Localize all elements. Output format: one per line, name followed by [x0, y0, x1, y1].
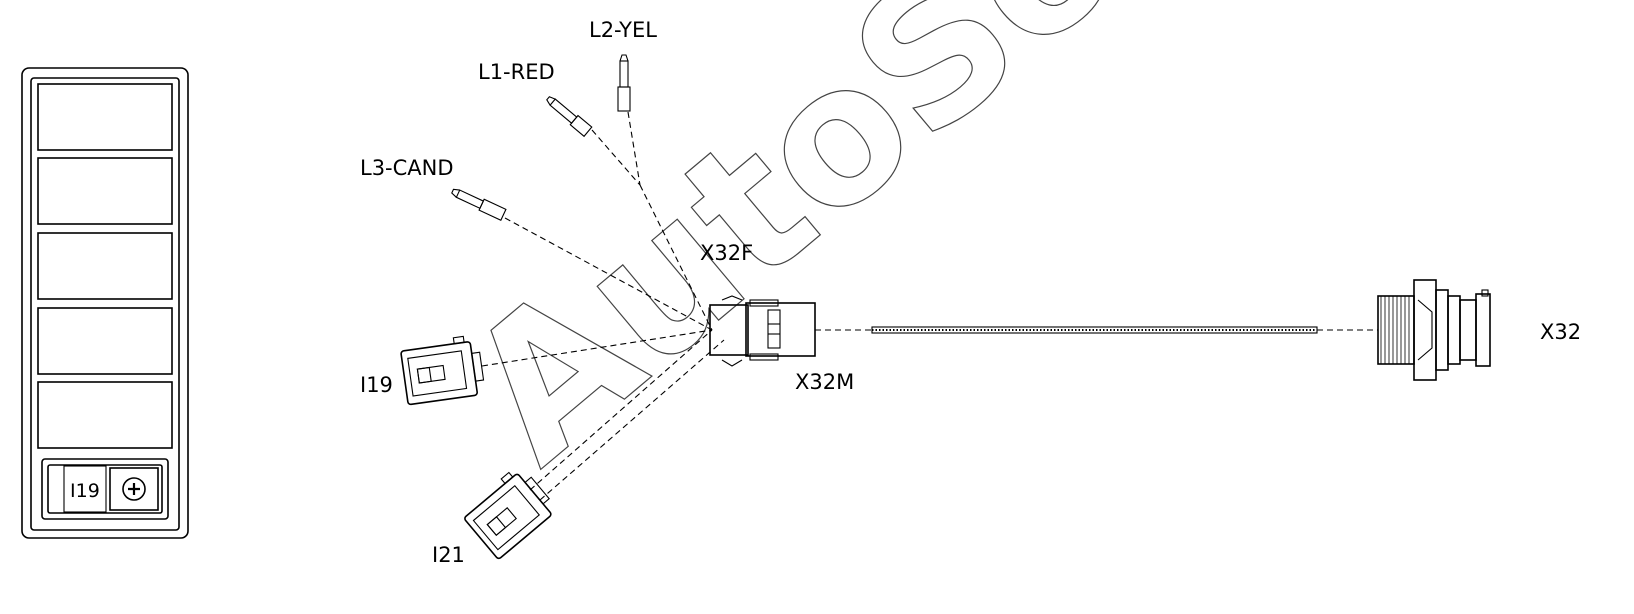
connector-i21-inner: [472, 485, 541, 551]
terminal-l1: [546, 96, 593, 138]
braided-cable: [871, 326, 1318, 334]
wire-i21-a: [529, 329, 713, 491]
label-x32m: X32M: [795, 370, 854, 394]
labels: L2-YEL L1-RED L3-CAND X32F X32M X32 I19 …: [360, 18, 1581, 567]
connector-x32m-latch-top: [749, 299, 779, 307]
panel-inner: [30, 77, 180, 531]
connector-i19-latch: [452, 335, 465, 345]
connector-x32-profile: [1417, 299, 1433, 361]
label-i21: I21: [432, 543, 465, 567]
terminal-l3: [451, 188, 507, 222]
terminal-l2-crimp: [617, 86, 631, 112]
switch-frame: [47, 464, 163, 514]
switch-rocker: [63, 465, 107, 513]
blank-slot-1: [37, 83, 173, 151]
terminal-l2: [617, 54, 631, 112]
switch-label: I19: [70, 480, 100, 502]
watermark: AutoSoft: [426, 0, 1293, 505]
terminal-l1-tip: [546, 96, 556, 106]
terminal-l2-body: [619, 60, 629, 88]
label-x32f: X32F: [700, 241, 753, 265]
panel-slots: [37, 83, 173, 449]
connector-x32: [1377, 279, 1491, 381]
blank-slot-3: [37, 232, 173, 300]
panel-outer: [21, 67, 189, 539]
connector-x32-shell: [1459, 299, 1477, 361]
connector-x32-collar: [1447, 295, 1461, 365]
wire-i19: [481, 329, 713, 367]
label-l2-yel: L2-YEL: [589, 18, 657, 42]
connector-i19-pin: [416, 366, 432, 384]
blank-slot-2: [37, 157, 173, 225]
terminal-l3-tip: [451, 188, 460, 198]
label-x32: X32: [1540, 320, 1581, 344]
connector-x32f-clip-top: [721, 295, 743, 301]
switch-symbol-box: [109, 467, 159, 511]
connector-i21-tail: [524, 476, 550, 505]
connector-i19-tail: [471, 351, 485, 382]
terminal-l1-crimp: [569, 114, 593, 138]
terminal-l2-tip: [619, 54, 629, 62]
connector-x32f-x32m: [709, 295, 816, 367]
connector-x32-knurl: [1380, 296, 1410, 364]
terminal-l3-body: [455, 189, 485, 210]
wire-l1: [591, 129, 641, 186]
plus-icon-cross: [128, 483, 140, 495]
wire-i21-b: [539, 339, 725, 501]
blank-slot-5: [37, 381, 173, 449]
connector-i21: [464, 471, 552, 560]
terminal-l3-crimp: [478, 198, 507, 222]
wire-l2: [627, 111, 641, 186]
plus-icon: [122, 477, 146, 501]
connector-x32-body: [1435, 289, 1449, 371]
label-l3-cand: L3-CAND: [360, 156, 454, 180]
connector-x32-rear: [1475, 293, 1491, 367]
connector-x32m-body: [745, 302, 816, 357]
label-l1-red: L1-RED: [478, 60, 555, 84]
dashed-wires: [481, 111, 1378, 501]
switch-bezel: [41, 458, 169, 520]
connector-x32-key: [1481, 289, 1489, 297]
switch-panel: I19: [21, 67, 189, 539]
terminal-l1-body: [549, 98, 578, 124]
connector-i21-pin: [486, 516, 507, 537]
watermark-text: AutoSoft: [427, 0, 1293, 504]
blank-slot-4: [37, 307, 173, 375]
connector-i19: [400, 335, 485, 406]
label-i19: I19: [360, 373, 393, 397]
connector-x32m-latch-bottom: [749, 353, 779, 361]
connector-x32f-body: [709, 304, 749, 356]
connector-x32f-clip-bottom: [721, 359, 743, 367]
connector-i21-latch: [500, 471, 514, 485]
switch-i19: I19: [41, 458, 169, 520]
connector-x32m-pin-block: [767, 309, 781, 349]
wire-l1-l2-trunk: [639, 184, 713, 331]
connector-x32-flange: [1413, 279, 1437, 381]
connector-i19-inner: [407, 350, 468, 397]
